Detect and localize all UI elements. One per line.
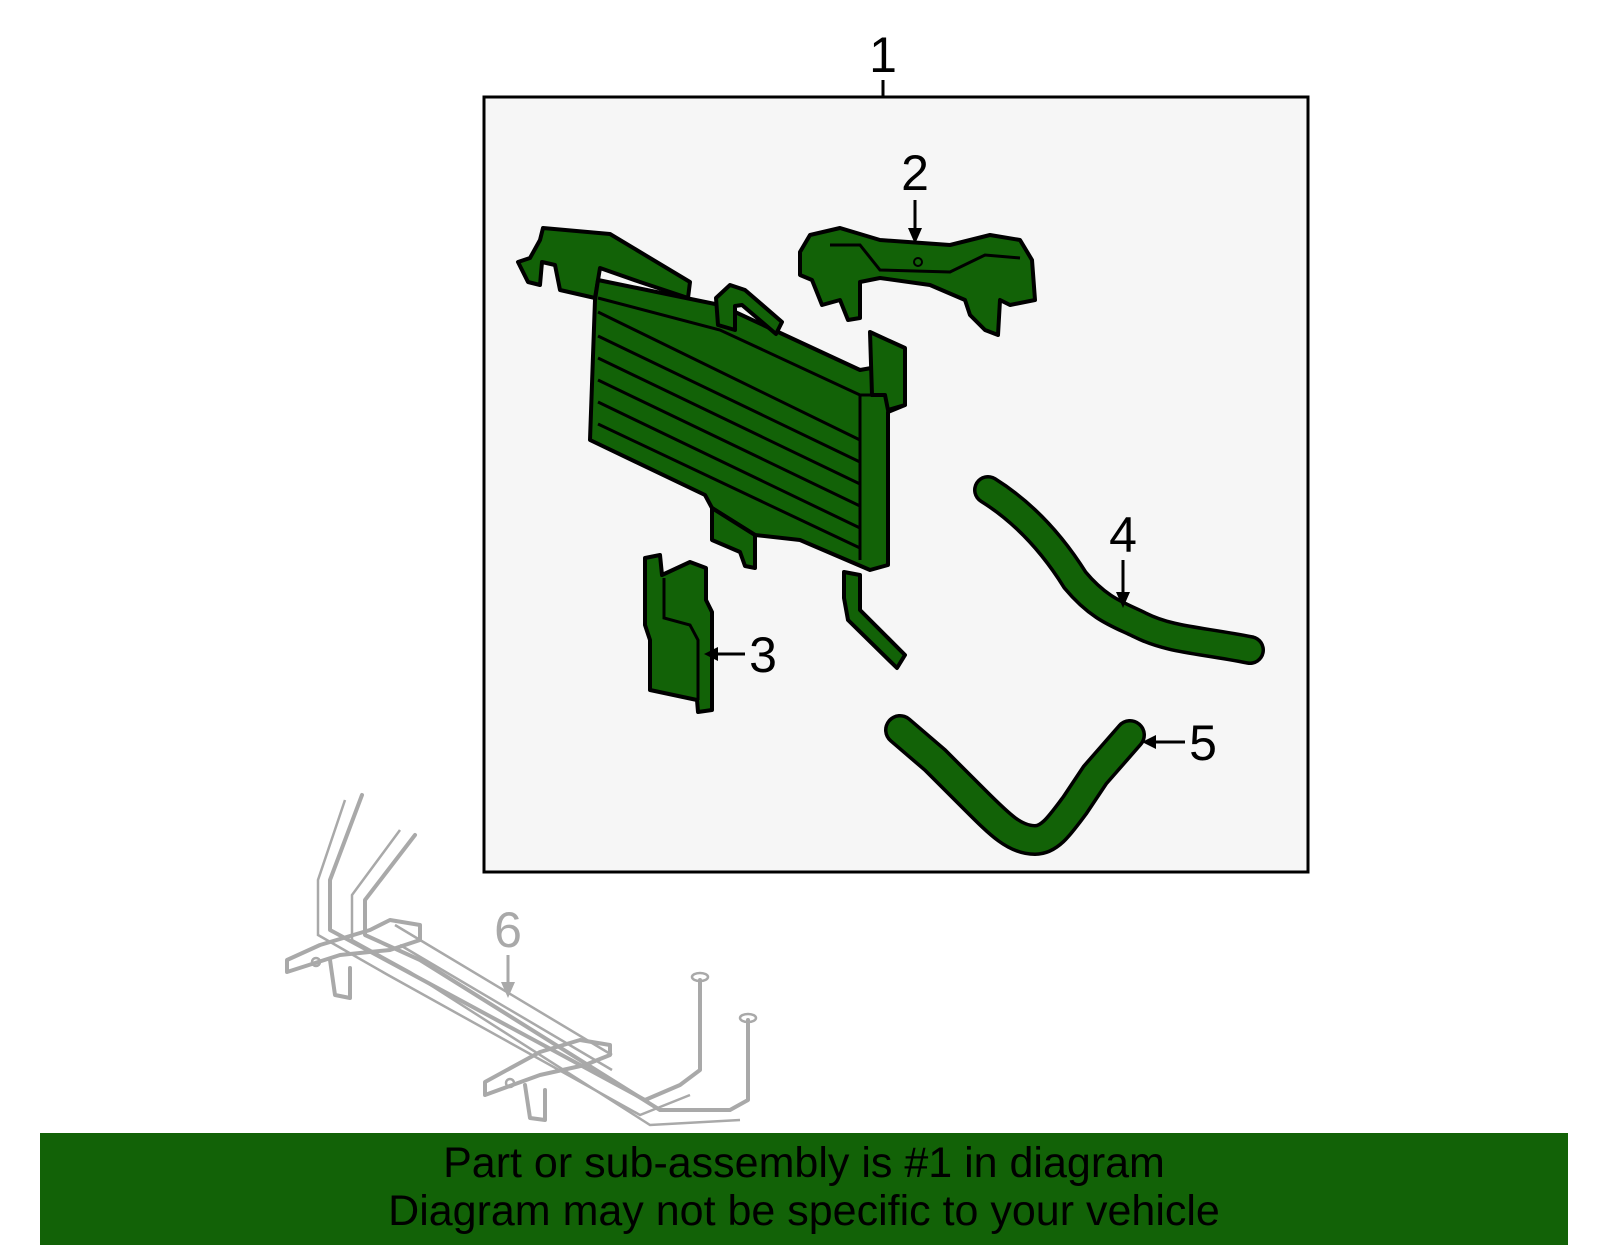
cooler-lines-ghost[interactable] <box>285 793 758 1127</box>
callout-5-arrowhead <box>1142 735 1156 749</box>
banner-line-1: Part or sub-assembly is #1 in diagram <box>443 1139 1165 1187</box>
callout-2[interactable]: 2 <box>901 145 929 201</box>
upper-bracket[interactable] <box>798 226 1037 337</box>
callout-2-arrowhead <box>908 228 922 244</box>
banner-line-2: Diagram may not be specific to your vehi… <box>388 1187 1220 1235</box>
oil-cooler[interactable] <box>516 226 907 670</box>
callout-3-arrowhead <box>704 647 718 661</box>
info-banner: Part or sub-assembly is #1 in diagram Di… <box>40 1133 1568 1245</box>
callout-6-arrowhead <box>501 982 515 998</box>
lower-hose[interactable] <box>884 714 1146 856</box>
upper-hose[interactable] <box>973 475 1265 665</box>
callout-5[interactable]: 5 <box>1189 715 1217 771</box>
callout-3[interactable]: 3 <box>749 627 777 683</box>
assembly-panel <box>482 95 1310 874</box>
side-bracket[interactable] <box>643 553 714 714</box>
callout-6[interactable]: 6 <box>494 902 522 958</box>
callout-4[interactable]: 4 <box>1109 507 1137 563</box>
callout-1[interactable]: 1 <box>869 27 897 83</box>
callout-4-arrowhead <box>1116 592 1130 608</box>
